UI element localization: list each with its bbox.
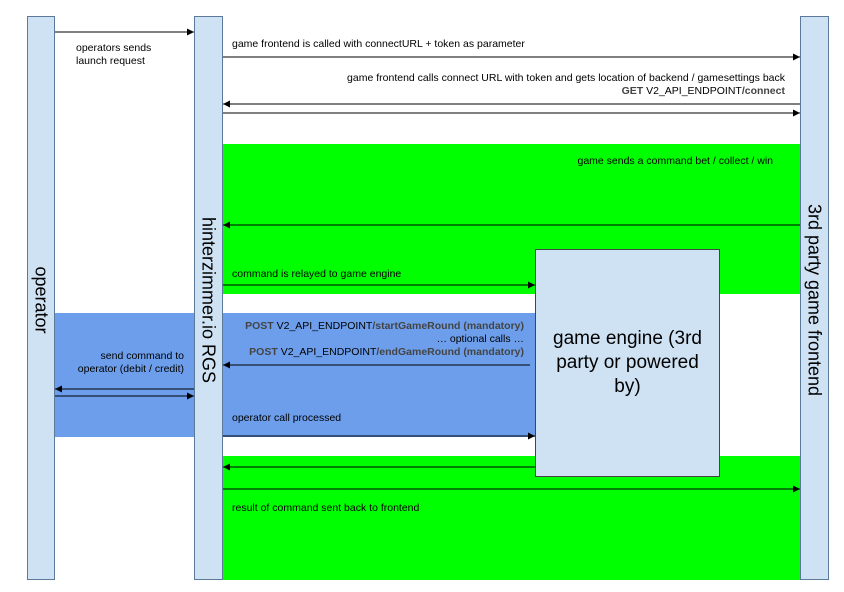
relay-label: command is relayed to game engine <box>232 268 402 280</box>
operator-call-band <box>55 313 535 437</box>
launch-label: operators sends launch request <box>76 42 152 67</box>
engine-calls-label: POST V2_API_ENDPOINT/startGameRound (man… <box>245 320 524 358</box>
game-engine-box: game engine (3rd party or powered by) <box>535 249 720 477</box>
command-sent-label: game sends a command bet / collect / win <box>577 155 773 167</box>
frontend-called-label: game frontend is called with connectURL … <box>232 38 525 50</box>
send-command-label: send command to operator (debit / credit… <box>77 350 184 375</box>
game-engine-label: game engine (3rd party or powered by) <box>553 328 702 397</box>
processed-label: operator call processed <box>232 412 342 424</box>
frontend-lane <box>800 16 829 580</box>
result-label: result of command sent back to frontend <box>232 502 420 514</box>
operator-lane <box>27 16 55 580</box>
rgs-lane <box>194 16 223 580</box>
connect-label: game frontend calls connect URL with tok… <box>347 72 785 97</box>
